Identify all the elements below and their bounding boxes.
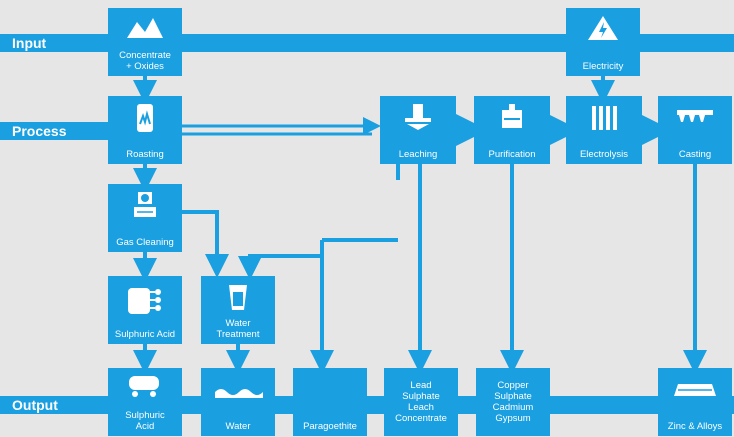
node-water-label: Water — [225, 421, 251, 432]
node-copper-sulphate-label: Copper Sulphate Cadmium Gypsum — [492, 380, 534, 424]
node-roasting: Roasting — [108, 96, 182, 164]
node-gas-cleaning: Gas Cleaning — [108, 184, 182, 252]
node-paragoethite-label: Paragoethite — [303, 421, 357, 432]
electrolysis-cell-icon — [592, 106, 617, 130]
node-casting: Casting — [658, 96, 732, 164]
acid-tank-icon — [128, 288, 161, 314]
node-sulphuric-acid-output-label: Sulphuric Acid — [125, 410, 165, 432]
process-band — [0, 122, 110, 140]
ingot-icon — [674, 384, 716, 396]
water-wave-icon — [215, 389, 263, 398]
node-electrolysis-label: Electrolysis — [579, 149, 629, 160]
node-sulphuric-acid-plant: Sulphuric Acid — [108, 276, 182, 344]
node-purification: Purification — [474, 96, 550, 164]
node-electricity: Electricity — [566, 8, 640, 76]
node-leaching-label: Leaching — [398, 149, 438, 160]
ore-pile-icon — [127, 18, 163, 38]
node-concentrate-label: Concentrate + Oxides — [119, 50, 171, 72]
furnace-icon — [137, 104, 153, 132]
node-electricity-label: Electricity — [582, 61, 624, 72]
input-label: Input — [12, 35, 47, 51]
node-sulphuric-acid-output: Sulphuric Acid — [108, 368, 182, 436]
output-band — [0, 396, 734, 414]
node-lead-sulphate-label: Lead Sulphate Leach Concentrate — [395, 380, 447, 424]
node-purification-label: Purification — [488, 149, 536, 160]
node-zinc-alloys: Zinc & Alloys — [658, 368, 732, 436]
node-leaching: Leaching — [380, 96, 456, 164]
purification-tank-icon — [502, 104, 522, 128]
casting-mold-icon — [677, 110, 713, 122]
input-band — [0, 34, 734, 52]
node-water-treatment: Water Treatment — [201, 276, 275, 344]
node-lead-sulphate: Lead Sulphate Leach Concentrate — [384, 368, 458, 436]
node-roasting-label: Roasting — [126, 149, 164, 160]
node-water-treatment-label: Water Treatment — [216, 318, 260, 340]
node-concentrate: Concentrate + Oxides — [108, 8, 182, 76]
node-casting-label: Casting — [678, 149, 712, 160]
tanker-truck-icon — [129, 376, 159, 397]
lightning-icon — [588, 16, 618, 40]
arrow-gascleaning-watertreatment — [182, 210, 229, 278]
node-electrolysis: Electrolysis — [566, 96, 642, 164]
node-water: Water — [201, 368, 275, 436]
water-glass-icon — [229, 285, 247, 310]
node-paragoethite: Paragoethite — [293, 368, 367, 436]
process-label: Process — [12, 123, 67, 139]
node-zinc-alloys-label: Zinc & Alloys — [667, 421, 723, 432]
output-label: Output — [12, 397, 58, 413]
arrow-return-watertreatment — [238, 254, 322, 280]
node-sulphuric-acid-plant-label: Sulphuric Acid — [114, 329, 176, 340]
leaching-tank-icon — [405, 104, 431, 130]
gas-cleaning-icon — [134, 192, 156, 217]
node-gas-cleaning-label: Gas Cleaning — [116, 237, 174, 248]
node-copper-sulphate: Copper Sulphate Cadmium Gypsum — [476, 368, 550, 436]
